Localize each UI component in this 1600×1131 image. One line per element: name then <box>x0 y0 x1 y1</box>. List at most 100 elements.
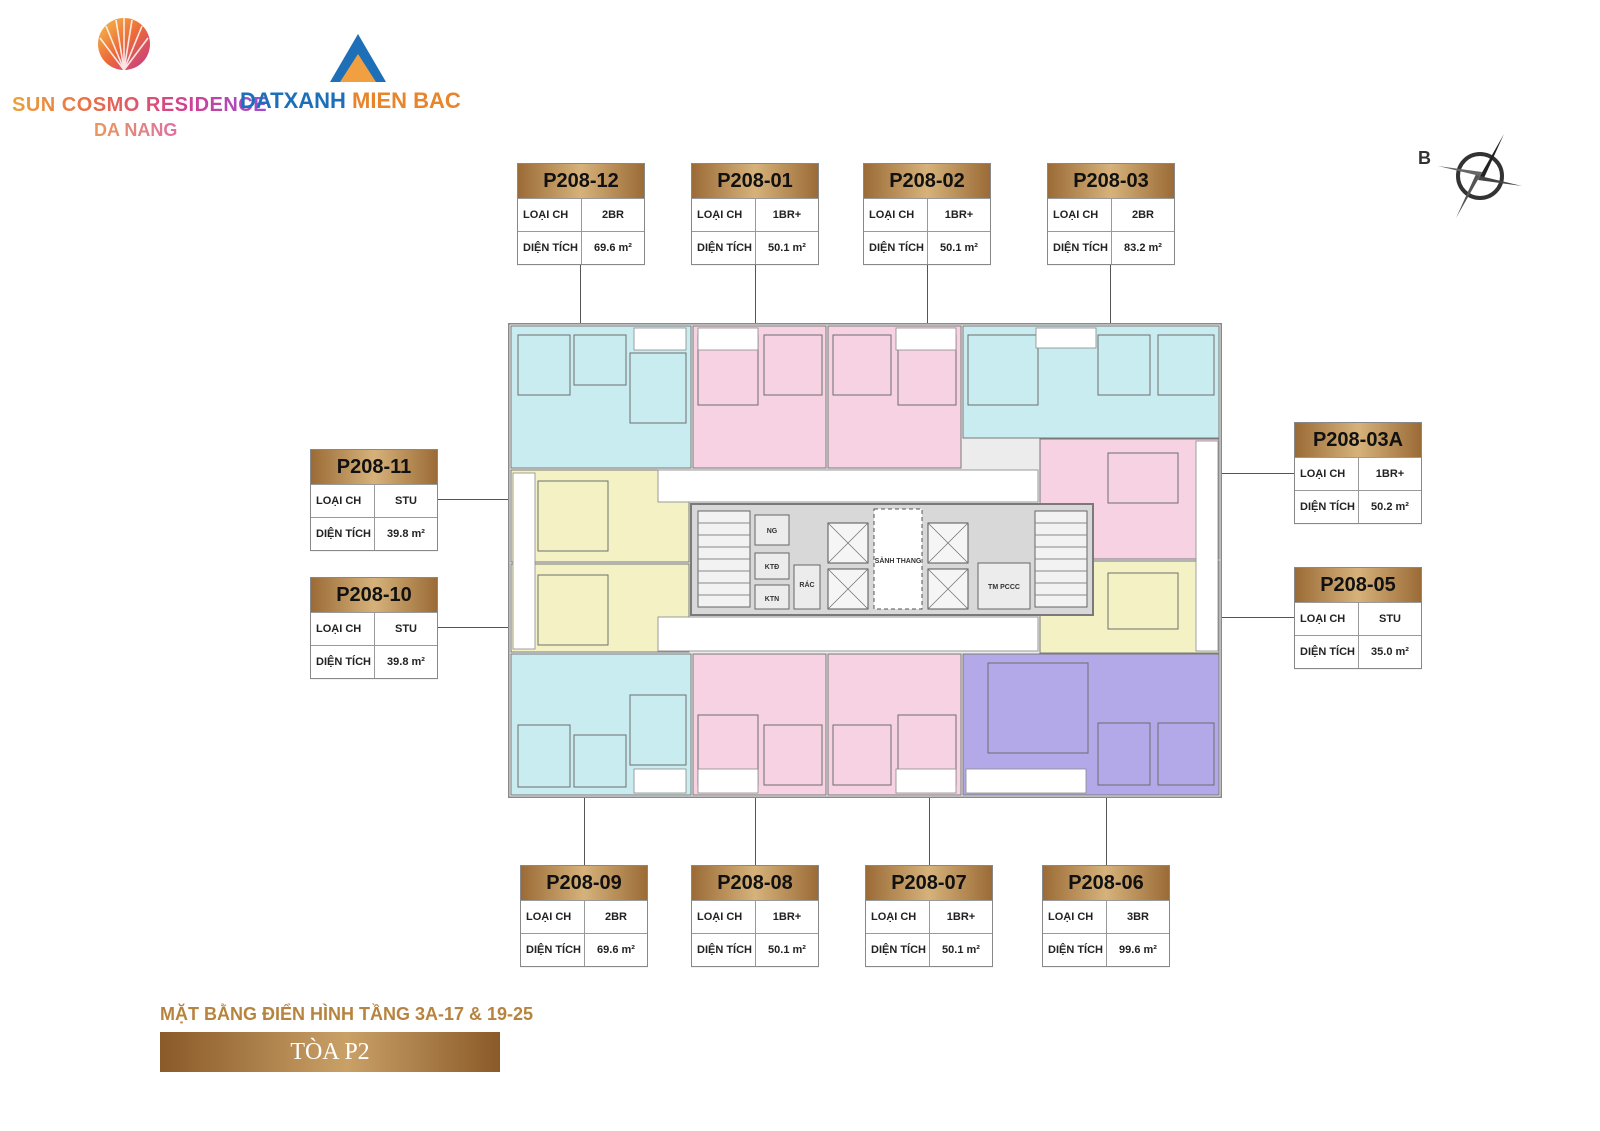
unit-code: P208-07 <box>866 866 992 900</box>
unit-area-value: 50.1 m² <box>940 242 978 254</box>
sun-fan-icon <box>98 18 150 71</box>
datxanh-wordmark: DATXANH MIEN BAC <box>240 88 461 114</box>
unit-area-value: 69.6 m² <box>594 242 632 254</box>
unit-area-value: 99.6 m² <box>1119 944 1157 956</box>
unit-area-label: DIỆN TÍCH <box>864 232 928 264</box>
unit-area-label: DIỆN TÍCH <box>518 232 582 264</box>
unit-card-p208-03: P208-03 LOẠI CH 2BR DIỆN TÍCH 83.2 m² <box>1047 163 1175 265</box>
unit-code: P208-02 <box>864 164 990 198</box>
leader-line <box>755 263 756 325</box>
leader-line <box>1220 617 1294 618</box>
leader-line <box>584 795 585 865</box>
unit-area-value: 50.1 m² <box>768 242 806 254</box>
floor-plan-title: MẶT BẰNG ĐIỂN HÌNH TẦNG 3A-17 & 19-25 <box>160 1004 534 1024</box>
unit-area-label: DIỆN TÍCH <box>866 934 930 966</box>
unit-type-value: STU <box>1379 613 1401 625</box>
unit-card-p208-06: P208-06 LOẠI CH 3BR DIỆN TÍCH 99.6 m² <box>1042 865 1170 967</box>
unit-area-value: 39.8 m² <box>387 528 425 540</box>
unit-type-label: LOẠI CH <box>518 199 582 231</box>
unit-area-value: 35.0 m² <box>1371 646 1409 658</box>
unit-type-label: LOẠI CH <box>1295 603 1359 635</box>
unit-area-label: DIỆN TÍCH <box>1295 636 1359 668</box>
unit-code: P208-03 <box>1048 164 1174 198</box>
unit-code: P208-06 <box>1043 866 1169 900</box>
unit-type-value: 2BR <box>1131 209 1154 221</box>
triangle-icon <box>330 34 386 82</box>
unit-type-value: STU <box>395 623 417 635</box>
tower-name: TÒA P2 <box>160 1032 500 1072</box>
unit-type-value: 1BR+ <box>946 911 976 923</box>
leader-line <box>580 263 581 325</box>
unit-area-label: DIỆN TÍCH <box>521 934 585 966</box>
unit-type-value: 1BR+ <box>772 209 802 221</box>
leader-line <box>437 627 510 628</box>
leader-line <box>1220 473 1294 474</box>
unit-area-value: 50.2 m² <box>1371 501 1409 513</box>
unit-area-value: 83.2 m² <box>1124 242 1162 254</box>
unit-code: P208-10 <box>311 578 437 612</box>
datxanh-logo: DATXANH MIEN BAC <box>240 30 490 120</box>
unit-type-value: 1BR+ <box>944 209 974 221</box>
unit-card-p208-02: P208-02 LOẠI CH 1BR+ DIỆN TÍCH 50.1 m² <box>863 163 991 265</box>
unit-type-value: 3BR <box>1126 911 1149 923</box>
unit-code: P208-12 <box>518 164 644 198</box>
datxanh-word-a: DATXANH <box>240 88 346 113</box>
unit-code: P208-01 <box>692 164 818 198</box>
unit-area-p208-11 <box>510 469 690 563</box>
unit-type-label: LOẠI CH <box>311 485 375 517</box>
datxanh-word-b: MIEN BAC <box>352 88 461 113</box>
unit-type-value: 2BR <box>604 911 627 923</box>
unit-type-label: LOẠI CH <box>864 199 928 231</box>
sun-cosmo-logo: SUN COSMO RESIDENCE DA NANG <box>8 10 267 140</box>
unit-area-value: 50.1 m² <box>942 944 980 956</box>
core-lobby-label: SẢNH THANG <box>875 556 922 565</box>
unit-card-p208-05: P208-05 LOẠI CH STU DIỆN TÍCH 35.0 m² <box>1294 567 1422 669</box>
unit-type-label: LOẠI CH <box>866 901 930 933</box>
sun-cosmo-city: DA NANG <box>94 120 178 140</box>
unit-type-value: STU <box>395 495 417 507</box>
unit-type-value: 1BR+ <box>772 911 802 923</box>
unit-type-label: LOẠI CH <box>1048 199 1112 231</box>
leader-line <box>1110 263 1111 325</box>
core-ktd-label: KTĐ <box>765 564 779 571</box>
unit-area-label: DIỆN TÍCH <box>1043 934 1107 966</box>
unit-card-p208-01: P208-01 LOẠI CH 1BR+ DIỆN TÍCH 50.1 m² <box>691 163 819 265</box>
unit-area-label: DIỆN TÍCH <box>311 646 375 678</box>
unit-card-p208-07: P208-07 LOẠI CH 1BR+ DIỆN TÍCH 50.1 m² <box>865 865 993 967</box>
unit-code: P208-03A <box>1295 423 1421 457</box>
leader-line <box>927 263 928 325</box>
unit-type-label: LOẠI CH <box>311 613 375 645</box>
core-fire-label: TM PCCC <box>988 584 1020 591</box>
unit-area-label: DIỆN TÍCH <box>692 934 756 966</box>
unit-code: P208-08 <box>692 866 818 900</box>
unit-area-label: DIỆN TÍCH <box>692 232 756 264</box>
unit-type-label: LOẠI CH <box>1043 901 1107 933</box>
unit-code: P208-11 <box>311 450 437 484</box>
unit-card-p208-11: P208-11 LOẠI CH STU DIỆN TÍCH 39.8 m² <box>310 449 438 551</box>
unit-type-value: 1BR+ <box>1375 468 1405 480</box>
core-rac-label: RÁC <box>799 580 814 589</box>
leader-line <box>437 499 510 500</box>
core-ng-label: NG <box>767 528 778 535</box>
unit-area-value: 69.6 m² <box>597 944 635 956</box>
sun-cosmo-wordmark: SUN COSMO RESIDENCE <box>12 94 268 116</box>
leader-line <box>1106 795 1107 865</box>
compass-rose-icon <box>1438 134 1522 218</box>
unit-area-label: DIỆN TÍCH <box>1295 491 1359 523</box>
unit-area-label: DIỆN TÍCH <box>1048 232 1112 264</box>
unit-code: P208-09 <box>521 866 647 900</box>
compass-north-label: B <box>1418 148 1431 168</box>
unit-code: P208-05 <box>1295 568 1421 602</box>
unit-type-label: LOẠI CH <box>1295 458 1359 490</box>
unit-area-value: 39.8 m² <box>387 656 425 668</box>
unit-area-label: DIỆN TÍCH <box>311 518 375 550</box>
leader-line <box>929 795 930 865</box>
floor-plan: SẢNH THANG TM PCCC KTĐ KTN RÁC NG <box>508 323 1222 798</box>
unit-card-p208-10: P208-10 LOẠI CH STU DIỆN TÍCH 39.8 m² <box>310 577 438 679</box>
unit-type-label: LOẠI CH <box>692 199 756 231</box>
unit-type-label: LOẠI CH <box>692 901 756 933</box>
core-ktn-label: KTN <box>765 596 779 603</box>
